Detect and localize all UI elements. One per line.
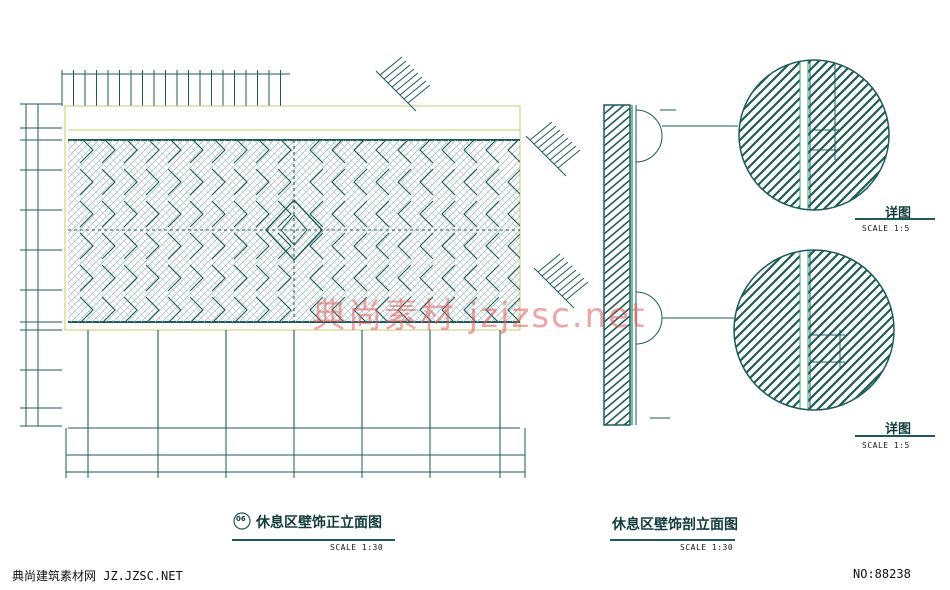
- section-elevation: [603, 104, 738, 426]
- bottom-dimension: [65, 428, 526, 478]
- section-elevation-title: 休息区壁饰剖立面图: [612, 517, 738, 533]
- top-dimension-ticks: [61, 70, 281, 106]
- lower-panels: [68, 330, 520, 429]
- drawing-tag-circle: [233, 512, 251, 530]
- front-elevation-scale: SCALE 1:30: [330, 543, 384, 552]
- detail-circle-top: [738, 59, 890, 211]
- front-elevation-title: 休息区壁饰正立面图: [256, 515, 382, 531]
- detail1-scale: SCALE 1:5: [862, 224, 910, 233]
- drawing-tag: 06: [236, 515, 246, 523]
- herringbone-panel: [68, 140, 520, 322]
- watermark: 典尚素材 jzjzsc.net: [312, 296, 647, 336]
- detail2-title: 详图: [885, 422, 912, 437]
- detail2-scale: SCALE 1:5: [862, 441, 910, 450]
- detail1-title: 详图: [885, 206, 912, 221]
- section-elevation-scale: SCALE 1:30: [680, 543, 734, 552]
- diagonal-leaders: [375, 56, 589, 309]
- footer-site-label: 典尚建筑素材网 JZ.JZSC.NET: [12, 569, 183, 583]
- center-diamond: [265, 198, 323, 262]
- front-elevation: [20, 56, 589, 478]
- left-dimension: [20, 103, 62, 427]
- footer-drawing-number: NO:88238: [853, 567, 911, 581]
